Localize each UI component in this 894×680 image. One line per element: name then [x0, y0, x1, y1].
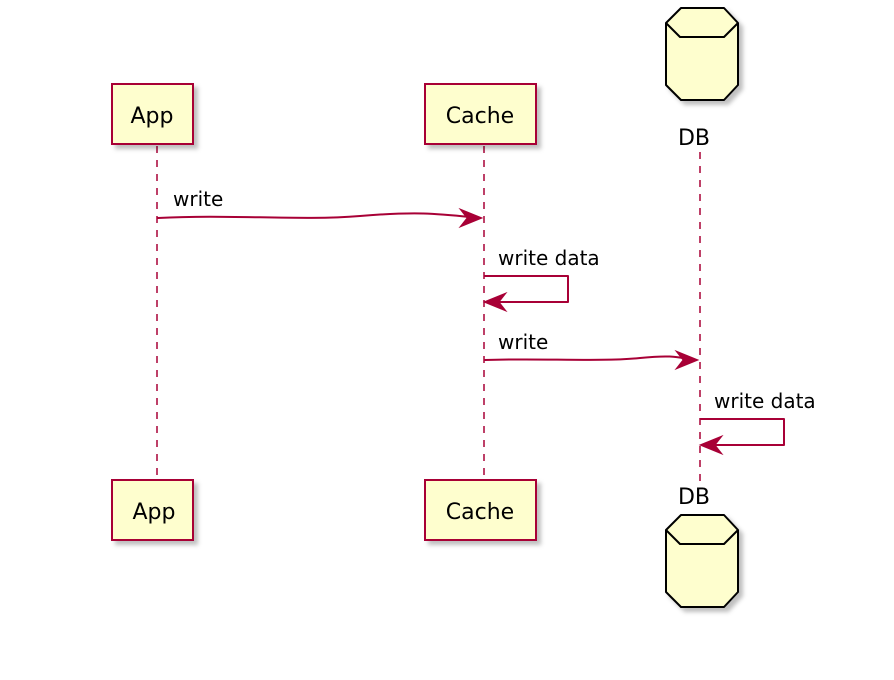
arrowhead-icon [482, 291, 508, 313]
arrowhead-icon [698, 434, 724, 456]
message-cache-self-write-data: write data [482, 246, 600, 313]
participant-app-top: App [111, 83, 194, 145]
database-db-top-label: DB [678, 126, 710, 151]
database-db-top: DB [665, 7, 739, 151]
database-db-bottom: DB [665, 485, 739, 608]
message-3-label: write [498, 330, 548, 354]
participant-app-top-label: App [131, 104, 174, 129]
message-4-label: write data [714, 389, 816, 413]
message-cache-to-db-write: write [484, 330, 700, 371]
message-2-label: write data [498, 246, 600, 270]
database-db-bottom-label: DB [678, 485, 710, 510]
participant-cache-top-label: Cache [446, 104, 514, 129]
participant-cache-bottom-label: Cache [446, 500, 514, 525]
message-app-to-cache-write: write [157, 187, 484, 229]
participant-cache-top: Cache [424, 83, 537, 145]
database-icon [665, 514, 739, 608]
arrowhead-icon [674, 349, 700, 371]
arrowhead-icon [458, 207, 484, 229]
database-icon [665, 7, 739, 101]
message-db-self-write-data: write data [698, 389, 816, 456]
participant-app-bottom: App [111, 479, 194, 541]
message-1-label: write [173, 187, 223, 211]
participant-cache-bottom: Cache [424, 479, 537, 541]
participant-app-bottom-label: App [133, 500, 176, 525]
